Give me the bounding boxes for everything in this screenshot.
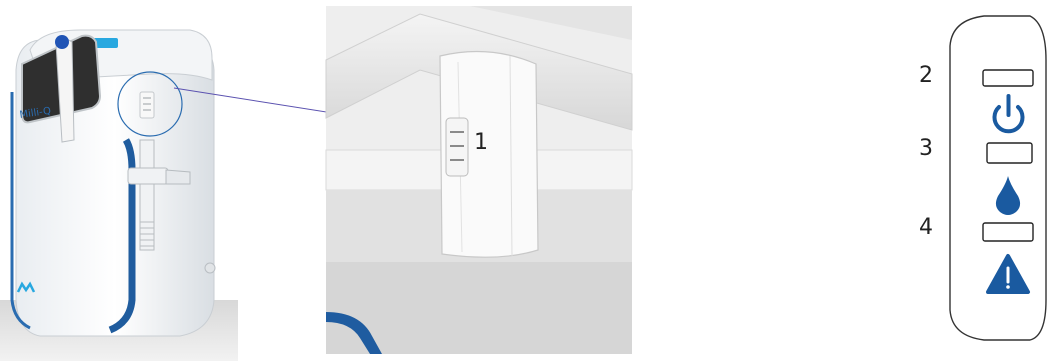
side-knob	[205, 263, 215, 273]
dispenser-knob	[55, 35, 69, 49]
indicator-panel	[950, 16, 1046, 340]
detail-view	[326, 6, 632, 354]
callout-label-3: 3	[919, 138, 933, 160]
device-overview: Milli-Q	[0, 30, 238, 361]
callout-label-1: 1	[474, 132, 488, 154]
side-clip	[140, 92, 154, 118]
indicator-lamp-4	[983, 223, 1033, 241]
hose-barb	[166, 170, 190, 184]
pipe-junction	[128, 168, 168, 184]
callout-label-4: 4	[919, 217, 933, 239]
indicator-lamp-3	[987, 143, 1032, 163]
callout-label-2: 2	[919, 65, 933, 87]
indicator-lamp-2	[983, 70, 1033, 86]
